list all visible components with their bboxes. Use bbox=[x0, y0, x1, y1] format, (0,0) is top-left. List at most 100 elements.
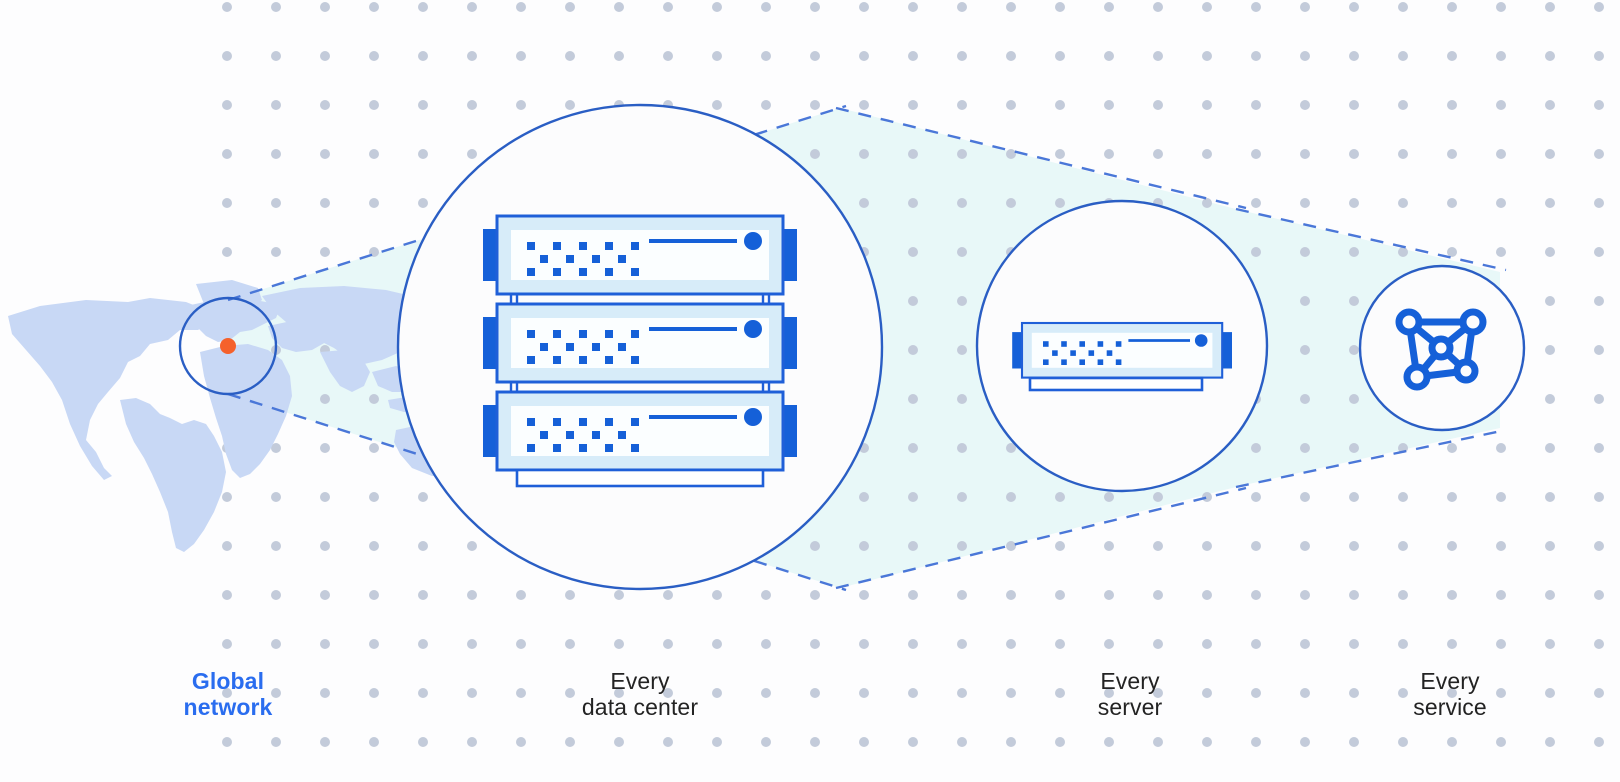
vent-dot bbox=[540, 343, 548, 351]
grid-dot bbox=[565, 639, 575, 649]
grid-dot bbox=[957, 2, 967, 12]
grid-dot bbox=[1398, 688, 1408, 698]
grid-dot bbox=[1349, 639, 1359, 649]
grid-dot bbox=[1349, 345, 1359, 355]
grid-dot bbox=[1594, 443, 1604, 453]
grid-dot bbox=[957, 100, 967, 110]
grid-dot bbox=[1251, 590, 1261, 600]
grid-dot bbox=[1153, 639, 1163, 649]
vent-dot bbox=[527, 356, 535, 364]
grid-dot bbox=[418, 2, 428, 12]
grid-dot bbox=[957, 639, 967, 649]
grid-dot bbox=[1398, 2, 1408, 12]
grid-dot bbox=[1349, 2, 1359, 12]
grid-dot bbox=[712, 737, 722, 747]
grid-dot bbox=[1300, 149, 1310, 159]
grid-dot bbox=[957, 590, 967, 600]
grid-dot bbox=[565, 737, 575, 747]
grid-dot bbox=[1447, 100, 1457, 110]
grid-dot bbox=[222, 737, 232, 747]
grid-dot bbox=[271, 492, 281, 502]
grid-dot bbox=[418, 639, 428, 649]
grid-dot bbox=[271, 149, 281, 159]
grid-dot bbox=[1006, 149, 1016, 159]
grid-dot bbox=[1202, 100, 1212, 110]
grid-dot bbox=[810, 639, 820, 649]
vent-dot bbox=[618, 343, 626, 351]
grid-dot bbox=[565, 51, 575, 61]
grid-dot bbox=[1447, 541, 1457, 551]
grid-dot bbox=[1202, 198, 1212, 208]
grid-dot bbox=[1398, 51, 1408, 61]
grid-dot bbox=[369, 737, 379, 747]
grid-dot bbox=[1055, 688, 1065, 698]
vent-dot bbox=[605, 418, 613, 426]
stage-every-server[interactable] bbox=[975, 199, 1269, 493]
grid-dot bbox=[1202, 2, 1212, 12]
vent-dot bbox=[1043, 359, 1049, 365]
vent-dot bbox=[527, 242, 535, 250]
stage-every-data-center[interactable] bbox=[396, 103, 884, 591]
dash-dc-top bbox=[835, 106, 1247, 210]
grid-dot bbox=[1447, 492, 1457, 502]
grid-dot bbox=[1545, 2, 1555, 12]
vent-dot bbox=[527, 444, 535, 452]
grid-dot bbox=[1594, 2, 1604, 12]
grid-dot bbox=[1055, 639, 1065, 649]
grid-dot bbox=[320, 198, 330, 208]
grid-dot bbox=[565, 590, 575, 600]
vent-dot bbox=[631, 444, 639, 452]
grid-dot bbox=[1594, 492, 1604, 502]
grid-dot bbox=[1349, 443, 1359, 453]
grid-dot bbox=[369, 198, 379, 208]
grid-dot bbox=[908, 149, 918, 159]
grid-dot bbox=[1251, 492, 1261, 502]
grid-dot bbox=[369, 2, 379, 12]
stage-every-service[interactable] bbox=[1358, 264, 1526, 432]
grid-dot bbox=[1055, 198, 1065, 208]
grid-dot bbox=[1251, 100, 1261, 110]
grid-dot bbox=[467, 639, 477, 649]
grid-dot bbox=[271, 247, 281, 257]
vent-dot bbox=[1115, 359, 1122, 365]
vent-dot bbox=[1061, 359, 1067, 365]
grid-dot bbox=[1300, 492, 1310, 502]
grid-dot bbox=[1104, 541, 1114, 551]
grid-dot bbox=[1153, 51, 1163, 61]
grid-dot bbox=[1545, 394, 1555, 404]
grid-dot bbox=[1153, 2, 1163, 12]
grid-dot bbox=[859, 51, 869, 61]
grid-dot bbox=[1251, 198, 1261, 208]
grid-dot bbox=[1055, 100, 1065, 110]
grid-dot bbox=[320, 394, 330, 404]
grid-dot bbox=[957, 296, 967, 306]
vent-dot bbox=[1079, 359, 1085, 365]
grid-dot bbox=[1300, 247, 1310, 257]
grid-dot bbox=[222, 149, 232, 159]
grid-dot bbox=[663, 2, 673, 12]
grid-dot bbox=[957, 492, 967, 502]
grid-dot bbox=[614, 590, 624, 600]
grid-dot bbox=[1006, 737, 1016, 747]
grid-dot bbox=[516, 51, 526, 61]
grid-dot bbox=[418, 198, 428, 208]
grid-dot bbox=[1496, 51, 1506, 61]
grid-dot bbox=[810, 100, 820, 110]
grid-dot bbox=[1447, 198, 1457, 208]
grid-dot bbox=[810, 590, 820, 600]
grid-dot bbox=[1300, 394, 1310, 404]
grid-dot bbox=[1496, 492, 1506, 502]
vent-dot bbox=[618, 255, 626, 263]
grid-dot bbox=[565, 100, 575, 110]
grid-dot bbox=[271, 737, 281, 747]
stage-global-network[interactable] bbox=[178, 296, 278, 396]
grid-dot bbox=[1251, 51, 1261, 61]
grid-dot bbox=[222, 2, 232, 12]
grid-dot bbox=[1300, 100, 1310, 110]
grid-dot bbox=[957, 394, 967, 404]
grid-dot bbox=[810, 51, 820, 61]
grid-dot bbox=[1349, 296, 1359, 306]
grid-dot bbox=[957, 345, 967, 355]
vent-dot bbox=[631, 418, 639, 426]
vent-dot bbox=[579, 444, 587, 452]
